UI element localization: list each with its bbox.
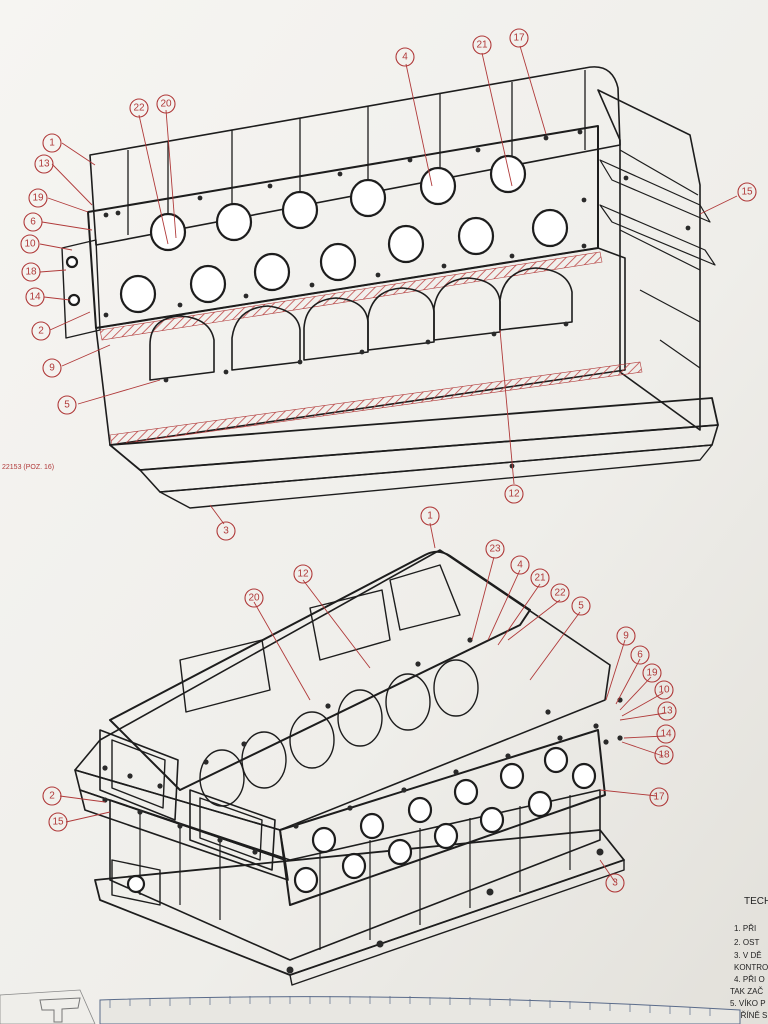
drawing-scale-strip — [0, 989, 741, 1024]
technical-notes: TECH 1. PŘI 2. OST 3. V DĚ KONTRO 4. PŘI… — [730, 896, 768, 1020]
svg-text:20: 20 — [160, 99, 172, 110]
svg-text:10: 10 — [658, 685, 670, 696]
svg-text:21: 21 — [476, 40, 488, 51]
svg-text:13: 13 — [661, 706, 673, 717]
callout-bubble[interactable]: 19 — [28, 188, 48, 208]
svg-text:23: 23 — [489, 544, 501, 555]
callout-bubble[interactable]: 17 — [649, 787, 669, 807]
callout-bubble[interactable]: 4 — [395, 47, 415, 67]
tech-note-line: KONTRO — [734, 963, 768, 972]
callout-bubble[interactable]: 13 — [34, 154, 54, 174]
svg-text:13: 13 — [38, 159, 50, 170]
cylinder-bores-bottom-inner — [199, 659, 479, 807]
callout-bubble[interactable]: 18 — [654, 745, 674, 765]
svg-text:17: 17 — [513, 33, 525, 44]
callout-bubble[interactable]: 3 — [605, 873, 625, 893]
tech-note-line: 5. VÍKO P — [730, 999, 766, 1008]
callout-bubble[interactable]: 3 — [216, 521, 236, 541]
svg-text:12: 12 — [297, 569, 309, 580]
reference-note: 22153 (POZ. 16) — [2, 464, 54, 471]
svg-text:15: 15 — [741, 187, 753, 198]
callout-bubble[interactable]: 6 — [23, 212, 43, 232]
callout-bubble[interactable]: 22 — [550, 583, 570, 603]
callout-bubble[interactable]: 13 — [657, 701, 677, 721]
callout-bubble[interactable]: 22 — [129, 98, 149, 118]
top-view-callouts: 1 13 19 6 10 18 14 2 9 5 22 20 4 21 17 1… — [20, 28, 757, 541]
tech-note-line: 2. OST — [734, 938, 759, 947]
tech-note-line: 3. V DĚ — [734, 951, 762, 960]
callout-bubble[interactable]: 6 — [630, 645, 650, 665]
svg-text:9: 9 — [623, 631, 629, 642]
callout-bubble[interactable]: 1 — [42, 133, 62, 153]
callout-bubble[interactable]: 20 — [156, 94, 176, 114]
tech-note-line: 1. PŘI — [734, 924, 756, 933]
callout-bubble[interactable]: 17 — [509, 28, 529, 48]
svg-text:6: 6 — [30, 217, 36, 228]
callout-bubble[interactable]: 12 — [293, 564, 313, 584]
svg-text:22: 22 — [133, 103, 145, 114]
callout-bubble[interactable]: 19 — [642, 663, 662, 683]
svg-text:2: 2 — [38, 326, 44, 337]
callout-bubble[interactable]: 4 — [510, 555, 530, 575]
callout-bubble[interactable]: 21 — [472, 35, 492, 55]
callout-bubble[interactable]: 15 — [48, 812, 68, 832]
svg-text:21: 21 — [534, 573, 546, 584]
svg-text:1: 1 — [49, 138, 55, 149]
callout-bubble[interactable]: 10 — [654, 680, 674, 700]
svg-text:12: 12 — [508, 489, 520, 500]
bolts-bottom — [102, 637, 623, 974]
callout-bubble[interactable]: 5 — [57, 395, 77, 415]
tech-note-line: 4. PŘI O — [734, 975, 765, 984]
svg-text:18: 18 — [25, 267, 37, 278]
svg-text:4: 4 — [402, 52, 408, 63]
svg-text:6: 6 — [637, 650, 643, 661]
bolts-top — [103, 129, 691, 469]
svg-text:5: 5 — [64, 400, 70, 411]
cylinder-bores-top — [119, 154, 569, 314]
callout-bubble[interactable]: 9 — [42, 358, 62, 378]
svg-text:14: 14 — [660, 729, 672, 740]
bottom-assembly-view — [74, 549, 625, 986]
svg-text:3: 3 — [612, 878, 618, 889]
callout-bubble[interactable]: 2 — [31, 321, 51, 341]
svg-text:10: 10 — [24, 239, 36, 250]
callout-bubble[interactable]: 15 — [737, 182, 757, 202]
callout-bubble[interactable]: 5 — [571, 596, 591, 616]
svg-text:17: 17 — [653, 792, 665, 803]
callout-bubble[interactable]: 18 — [21, 262, 41, 282]
svg-text:15: 15 — [52, 817, 64, 828]
callout-bubble[interactable]: 21 — [530, 568, 550, 588]
svg-text:4: 4 — [517, 560, 523, 571]
svg-text:14: 14 — [29, 292, 41, 303]
tech-note-line: TAK ZAČ — [730, 987, 763, 996]
callout-bubble[interactable]: 14 — [656, 724, 676, 744]
svg-text:22: 22 — [554, 588, 566, 599]
callout-bubble[interactable]: 14 — [25, 287, 45, 307]
callout-bubble[interactable]: 1 — [420, 506, 440, 526]
svg-text:9: 9 — [49, 363, 55, 374]
svg-text:18: 18 — [658, 750, 670, 761]
callout-bubble[interactable]: 12 — [504, 484, 524, 504]
svg-text:19: 19 — [646, 668, 658, 679]
callout-bubble[interactable]: 20 — [244, 588, 264, 608]
svg-text:19: 19 — [32, 193, 44, 204]
top-assembly-view — [61, 66, 719, 509]
svg-text:3: 3 — [223, 526, 229, 537]
tech-note-line: SKŘÍNĚ S — [730, 1011, 767, 1020]
svg-text:1: 1 — [427, 511, 433, 522]
callout-bubble[interactable]: 2 — [42, 786, 62, 806]
callout-bubble[interactable]: 23 — [485, 539, 505, 559]
callout-bubble[interactable]: 9 — [616, 626, 636, 646]
cylinder-bores-bottom — [293, 746, 597, 894]
svg-text:5: 5 — [578, 601, 584, 612]
callout-bubble[interactable]: 10 — [20, 234, 40, 254]
svg-text:2: 2 — [49, 791, 55, 802]
tech-notes-heading: TECH — [744, 896, 768, 907]
svg-text:20: 20 — [248, 593, 260, 604]
bottom-view-callouts: 1 23 12 4 21 22 20 5 9 6 19 10 13 14 18 … — [42, 506, 677, 893]
